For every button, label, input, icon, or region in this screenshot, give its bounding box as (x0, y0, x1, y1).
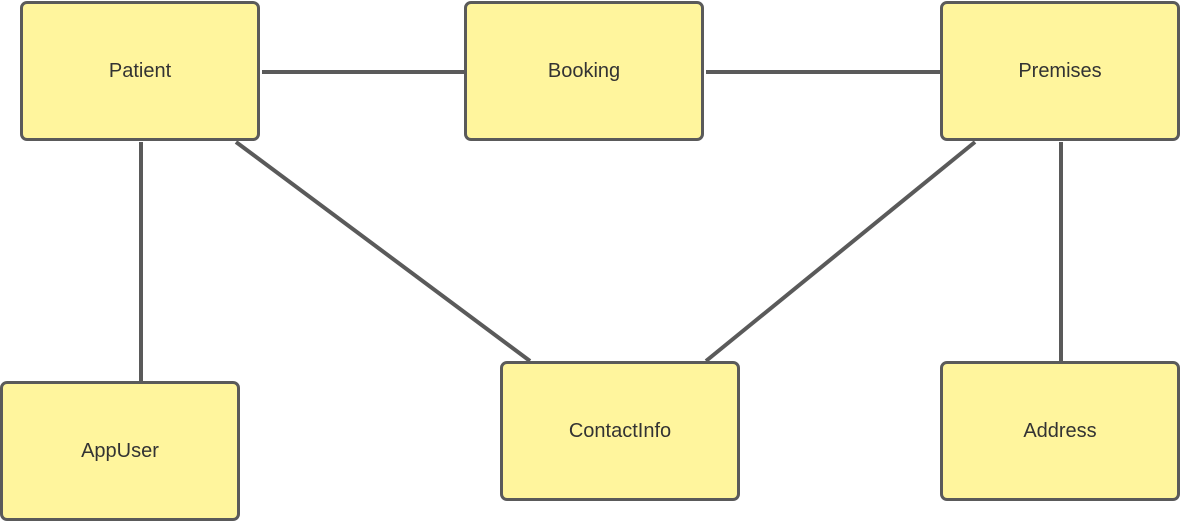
entity-label: Booking (547, 59, 621, 82)
entity-premises[interactable]: Premises (940, 1, 1180, 141)
entity-address[interactable]: Address (940, 361, 1180, 501)
entity-appuser[interactable]: AppUser (0, 381, 240, 521)
entity-label: Patient (108, 59, 172, 82)
entity-label: AppUser (81, 439, 159, 462)
entity-patient[interactable]: Patient (20, 1, 260, 141)
entity-booking[interactable]: Booking (464, 1, 704, 141)
connector-patient-contactinfo (234, 140, 532, 363)
entity-label: Address (1023, 419, 1097, 442)
entity-label: ContactInfo (568, 419, 672, 442)
connector-premises-contactinfo (704, 140, 977, 363)
entity-contactinfo[interactable]: ContactInfo (500, 361, 740, 501)
entity-label: Premises (1018, 59, 1102, 82)
